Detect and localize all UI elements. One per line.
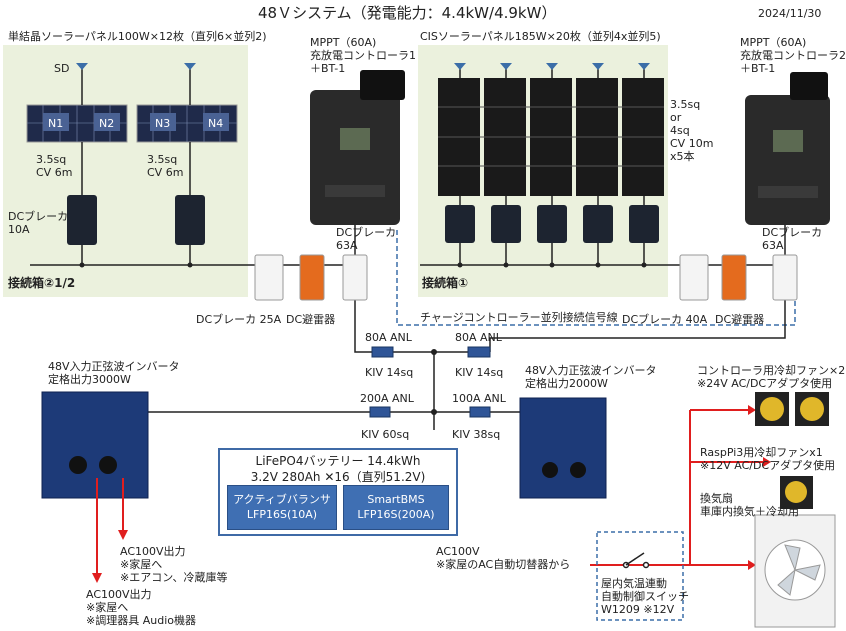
inverter-2 — [519, 397, 607, 499]
ventilation-fan-label: 換気扇 車庫内換気＋冷却用 — [700, 492, 799, 518]
panel-label-bg — [43, 113, 69, 131]
inverter-1 — [41, 391, 149, 499]
pi-fan-label: RaspPi3用冷却ファンx1 ※12V AC/DCアダプタ使用 — [700, 446, 836, 472]
switch-box — [596, 531, 684, 621]
controller-1-breaker-label: DCブレーカ 63A — [336, 226, 397, 252]
dc-arrester-left-label: DC避雷器 — [286, 313, 336, 326]
inverter-1-label: 48V入力正弦波インバータ 定格出力3000W — [48, 360, 180, 386]
panel-label-bg — [203, 113, 229, 131]
sd-label: SD — [54, 62, 70, 75]
diagram-title: 48Ｖシステム（発電能力：4.4kW/4.9kW） — [258, 4, 557, 22]
cooling-fans — [755, 392, 829, 509]
smart-bms: SmartBMS LFP16S(200A) — [343, 485, 449, 530]
panel-label-bg — [94, 113, 120, 131]
right-cable-label: 3.5sq or 4sq CV 10m x5本 — [670, 98, 714, 163]
panel-grid — [438, 106, 664, 167]
kiv-38-label: KIV 38sq — [452, 428, 501, 441]
dc-arrester-left — [299, 254, 325, 301]
right-array-title: CISソーラーパネル185W×20枚（並列4x並列5) — [420, 30, 661, 43]
dc-breaker-25a — [254, 254, 284, 301]
junction-dots — [79, 262, 647, 415]
right-panels — [438, 78, 664, 196]
panel-connectors — [76, 63, 650, 70]
string-breakers — [67, 195, 659, 245]
string-breaker-label: DCブレーカ 10A — [8, 210, 69, 236]
anl-fuses — [369, 346, 491, 418]
ac-output-a-label: AC100V出力 ※家屋へ ※エアコン、冷蔵庫等 — [120, 545, 228, 584]
controller-2-label: MPPT（60A) 充放電コントローラ2 ＋BT-1 — [740, 36, 846, 75]
ac-input-lines — [590, 405, 771, 570]
dc-arrester-right — [721, 254, 747, 301]
battery-title: LiFePO4バッテリー 14.4kWh — [255, 454, 421, 468]
date-label: 2024/11/30 — [758, 7, 822, 20]
panel-label-n3: N3 — [155, 117, 171, 130]
kiv-60-label: KIV 60sq — [361, 428, 410, 441]
ventilation-fan — [754, 514, 836, 628]
dc-breaker-63a-left — [342, 254, 368, 301]
panel-label-bg — [150, 113, 176, 131]
anl-fuse-right-label: 80A ANL — [455, 331, 502, 344]
switch-symbol — [622, 552, 650, 569]
junction-box-1-label: 接続箱① — [422, 276, 469, 290]
left-array-title: 単結晶ソーラーパネル100W×12枚（直列6×並列2) — [8, 30, 267, 43]
dc-arrester-right-label: DC避雷器 — [715, 313, 765, 326]
charge-controller-2 — [745, 72, 830, 225]
ac-output-lines — [92, 478, 128, 583]
inverter-2-label: 48V入力正弦波インバータ 定格出力2000W — [525, 364, 657, 390]
dc-breaker-40a-label: DCブレーカ 40A — [622, 313, 708, 326]
dc-breaker-40a — [679, 254, 709, 301]
controller-1-label: MPPT（60A) 充放電コントローラ1 ＋BT-1 — [310, 36, 416, 75]
dc-breaker-63a-right — [772, 254, 798, 301]
panel-label-n4: N4 — [208, 117, 224, 130]
kiv-right-label: KIV 14sq — [455, 366, 504, 379]
ac-input-label: AC100V ※家屋のAC自動切替器から — [436, 545, 571, 571]
kiv-left-label: KIV 14sq — [365, 366, 414, 379]
left-panels — [26, 104, 238, 143]
anl-100-label: 100A ANL — [452, 392, 506, 405]
combiner-devices — [254, 254, 798, 301]
cable-label-left-2: 3.5sq CV 6m — [147, 153, 184, 179]
active-balancer: アクティブバランサ LFP16S(10A) — [227, 485, 337, 530]
battery-spec: 3.2V 280Ah ✕16（直列51.2V) — [250, 470, 426, 484]
cable-label-left-1: 3.5sq CV 6m — [36, 153, 73, 179]
ac-output-b-label: AC100V出力 ※家屋へ ※調理器具 Audio機器 — [86, 588, 196, 627]
anl-200-label: 200A ANL — [360, 392, 414, 405]
signal-line-label: チャージコントローラー並列接続信号線 — [420, 311, 618, 324]
controller-fans-label: コントローラ用冷却ファン×2 ※24V AC/DCアダプタ使用 — [697, 364, 846, 390]
panel-label-n2: N2 — [99, 117, 115, 130]
controller-2-breaker-label: DCブレーカ 63A — [762, 226, 823, 252]
anl-fuse-left-label: 80A ANL — [365, 331, 412, 344]
charge-controller-1 — [310, 70, 405, 225]
junction-box-2-label: 接続箱②1/2 — [8, 276, 76, 290]
left-array-area — [3, 45, 248, 297]
auto-switch-label: 屋内気温連動 自動制御スイッチ W1209 ※12V — [601, 577, 689, 616]
dc-breaker-25a-label: DCブレーカ 25A — [196, 313, 282, 326]
panel-label-n1: N1 — [48, 117, 64, 130]
